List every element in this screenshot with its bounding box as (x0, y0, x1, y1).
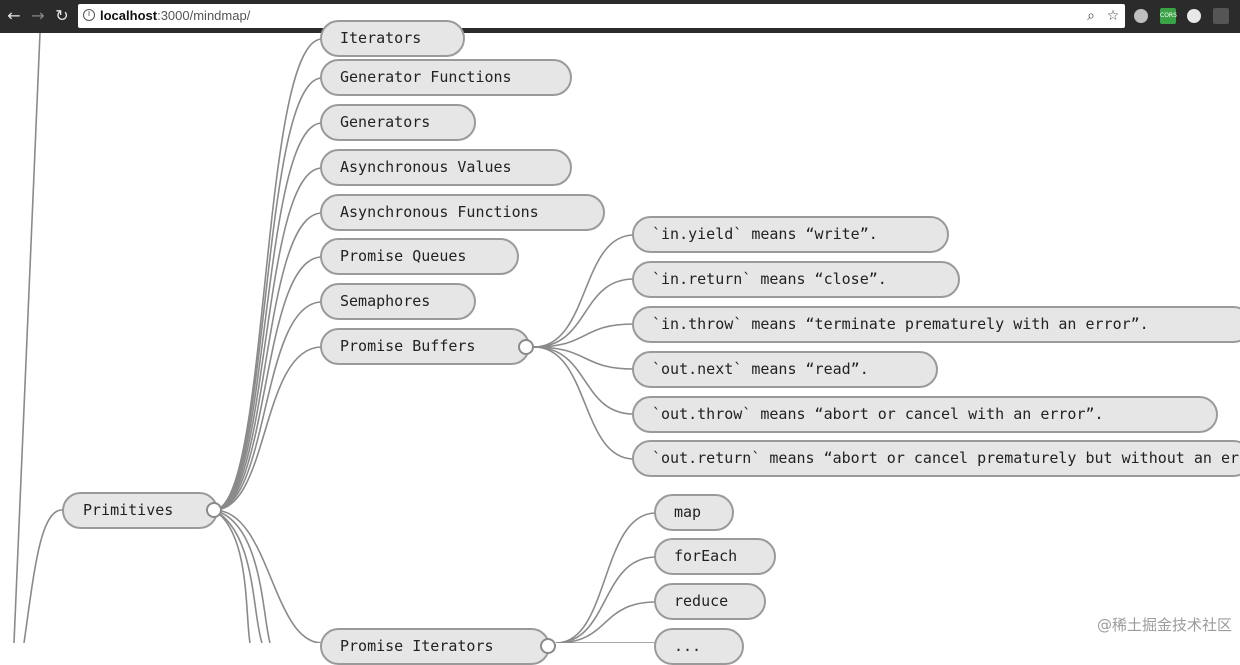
node-primitives-label: Primitives (83, 501, 174, 519)
node-asynchronous-functions[interactable]: Asynchronous Functions (320, 194, 605, 231)
extension-download-icon[interactable] (1187, 9, 1201, 23)
node-more[interactable]: ... (654, 628, 744, 665)
node-generators[interactable]: Generators (320, 104, 476, 141)
node-promise-buffers-label: Promise Buffers (340, 337, 476, 355)
node-out-return[interactable]: `out.return` means “abort or cancel prem… (632, 440, 1240, 477)
url-host: localhost (100, 8, 158, 23)
node-foreach[interactable]: forEach (654, 538, 776, 575)
node-promise-queues[interactable]: Promise Queues (320, 238, 519, 275)
watermark: @稀土掘金技术社区 (1096, 616, 1232, 634)
link-async-functions (213, 212, 323, 511)
link-generators (213, 122, 323, 511)
link-map (555, 512, 657, 643)
extension-menu-icon[interactable] (1213, 8, 1229, 24)
link-out-throw (533, 346, 635, 415)
node-generator-functions[interactable]: Generator Functions (320, 59, 572, 96)
node-in-throw[interactable]: `in.throw` means “terminate prematurely … (632, 306, 1240, 343)
link-foreach (555, 556, 657, 643)
node-reduce-label: reduce (674, 592, 729, 610)
extension-cors-label: CORS (1160, 12, 1177, 19)
link-lower-2 (213, 509, 251, 643)
link-out-next (533, 346, 635, 370)
address-url[interactable]: localhost:3000/mindmap/ (100, 8, 250, 23)
link-parent-primitives (23, 509, 63, 643)
link-promise-buffers (213, 346, 323, 511)
link-lower-1 (213, 509, 263, 643)
extension-cors-icon[interactable]: CORS (1160, 8, 1177, 24)
node-out-next[interactable]: `out.next` means “read”. (632, 351, 938, 388)
link-reduce (555, 601, 657, 643)
node-primitives[interactable]: Primitives (62, 492, 218, 529)
address-bar[interactable]: i localhost:3000/mindmap/ ⌕ ☆ (78, 4, 1125, 28)
node-in-yield[interactable]: `in.yield` means “write”. (632, 216, 949, 253)
info-icon[interactable]: i (83, 9, 95, 21)
node-map-label: map (674, 503, 702, 521)
star-icon[interactable]: ☆ (1106, 8, 1120, 24)
node-iterators-label: Iterators (340, 29, 422, 47)
link-in-throw (533, 323, 635, 348)
forward-icon[interactable]: → (31, 6, 45, 25)
node-reduce[interactable]: reduce (654, 583, 766, 620)
node-promise-queues-label: Promise Queues (340, 247, 467, 265)
link-async-values (213, 167, 323, 511)
link-promise-queues (213, 256, 323, 511)
link-generator-functions (213, 77, 323, 511)
node-asynchronous-values-label: Asynchronous Values (340, 158, 512, 176)
node-in-return-label: `in.return` means “close”. (652, 270, 887, 288)
back-icon[interactable]: ← (7, 6, 21, 25)
node-iterators[interactable]: Iterators (320, 20, 465, 57)
node-in-yield-label: `in.yield` means “write”. (652, 225, 878, 243)
browser-toolbar: ← → ↻ i localhost:3000/mindmap/ ⌕ ☆ CORS (0, 0, 1240, 33)
node-in-throw-label: `in.throw` means “terminate prematurely … (652, 315, 1149, 333)
link-semaphores (213, 301, 323, 511)
node-out-next-label: `out.next` means “read”. (652, 360, 869, 378)
node-semaphores[interactable]: Semaphores (320, 283, 476, 320)
link-out-return (533, 346, 635, 460)
node-map[interactable]: map (654, 494, 734, 531)
collapse-knob-primitives[interactable] (206, 502, 222, 518)
node-more-label: ... (674, 637, 702, 655)
node-foreach-label: forEach (674, 547, 738, 565)
link-in-yield (533, 234, 635, 348)
extension-globe-icon[interactable] (1134, 9, 1148, 23)
mindmap-links (13, 33, 657, 643)
node-asynchronous-functions-label: Asynchronous Functions (340, 203, 539, 221)
node-asynchronous-values[interactable]: Asynchronous Values (320, 149, 572, 186)
link-lower-3 (213, 509, 271, 643)
node-in-return[interactable]: `in.return` means “close”. (632, 261, 960, 298)
node-generator-functions-label: Generator Functions (340, 68, 512, 86)
collapse-knob-promise-iterators[interactable] (540, 638, 556, 654)
node-promise-iterators-label: Promise Iterators (340, 637, 494, 655)
node-promise-iterators[interactable]: Promise Iterators (320, 628, 550, 665)
link-parent-upper (13, 33, 41, 643)
collapse-knob-promise-buffers[interactable] (518, 339, 534, 355)
link-in-return (533, 278, 635, 348)
node-out-throw-label: `out.throw` means “abort or cancel with … (652, 405, 1104, 423)
node-out-throw[interactable]: `out.throw` means “abort or cancel with … (632, 396, 1218, 433)
node-generators-label: Generators (340, 113, 431, 131)
link-iterators (213, 38, 323, 511)
node-out-return-label: `out.return` means “abort or cancel prem… (652, 449, 1240, 467)
url-path: :3000/mindmap/ (157, 8, 251, 23)
reload-icon[interactable]: ↻ (55, 6, 69, 25)
zoom-icon[interactable]: ⌕ (1087, 8, 1095, 24)
node-promise-buffers[interactable]: Promise Buffers (320, 328, 530, 365)
node-semaphores-label: Semaphores (340, 292, 431, 310)
link-promise-iterators (213, 509, 323, 643)
